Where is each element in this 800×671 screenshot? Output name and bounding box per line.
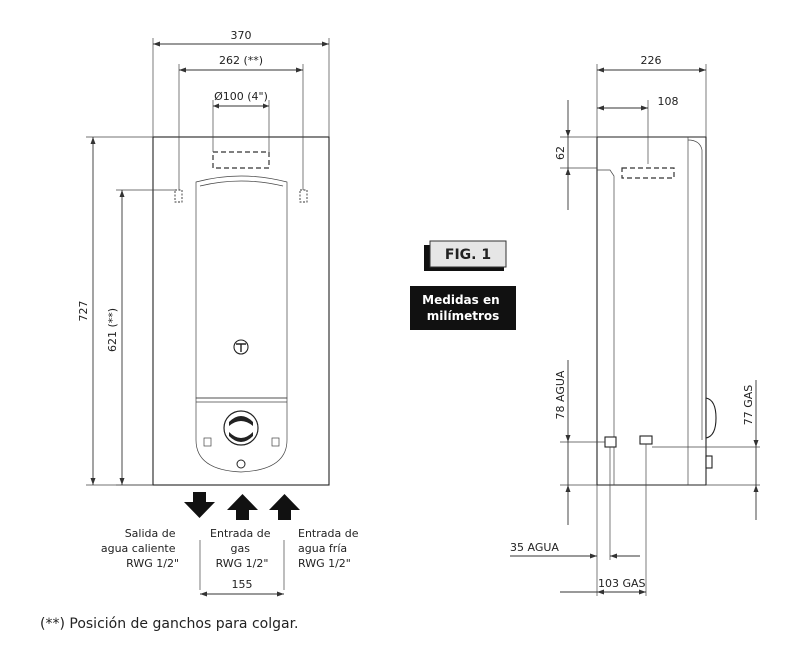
front-vertical-dims: 727 621 (**) xyxy=(77,136,175,486)
dim-hooks-height: 621 (**) xyxy=(106,308,119,352)
side-horizontal-dims: 226 108 35 AGUA 103 GAS xyxy=(510,54,707,596)
right-fitting xyxy=(271,437,280,447)
gas-inlet-arrow xyxy=(227,494,258,520)
left-hook xyxy=(174,189,183,203)
units-badge-text: Medidas en milímetros xyxy=(422,293,504,323)
figure-label: FIG. 1 xyxy=(424,240,507,271)
hot-water-outlet-arrow xyxy=(184,492,215,518)
front-panel xyxy=(195,175,288,399)
units-badge: Medidas en milímetros xyxy=(410,286,516,330)
connection-arrows xyxy=(184,492,300,520)
cold-water-inlet-arrow xyxy=(269,494,300,520)
front-view xyxy=(152,136,330,486)
brand-logo xyxy=(233,339,249,355)
cold-water-label: Entrada de agua fría RWG 1/2" xyxy=(298,527,362,570)
dim-width: 370 xyxy=(231,29,252,42)
brand-logo-mark xyxy=(236,343,246,352)
pilot-button xyxy=(236,459,246,469)
connection-labels: Salida de agua caliente RWG 1/2" Entrada… xyxy=(101,527,362,570)
left-fitting xyxy=(203,437,212,447)
dim-water-height: 78 AGUA xyxy=(554,370,567,419)
dim-flue: Ø100 (4") xyxy=(214,90,268,103)
gas-fitting xyxy=(639,435,653,445)
side-knob xyxy=(705,397,717,439)
dim-connection-spacing: 155 xyxy=(232,578,253,591)
dim-hooks: 262 (**) xyxy=(219,54,263,67)
side-front-curve xyxy=(687,139,703,440)
side-view xyxy=(596,136,717,486)
front-panel-top-curve xyxy=(199,180,284,187)
knob-indicator-top xyxy=(229,416,253,426)
knob-indicator-bottom xyxy=(229,432,253,442)
right-hook xyxy=(299,189,308,203)
dim-gas-height: 77 GAS xyxy=(742,385,755,426)
footnote: (**) Posición de ganchos para colgar. xyxy=(40,616,299,632)
control-housing xyxy=(195,397,288,473)
side-vertical-dims: 62 78 AGUA 77 GAS xyxy=(554,100,760,525)
dim-water-depth: 35 AGUA xyxy=(510,541,559,554)
gas-label: Entrada de gas RWG 1/2" xyxy=(210,527,274,570)
flue-outline xyxy=(212,151,270,169)
water-fitting xyxy=(604,436,617,448)
dim-depth: 226 xyxy=(641,54,662,67)
side-casing xyxy=(596,136,707,486)
side-button xyxy=(705,455,713,469)
dim-flue-offset: 108 xyxy=(658,95,679,108)
hot-water-label: Salida de agua caliente RWG 1/2" xyxy=(101,527,179,570)
side-backplate xyxy=(597,169,615,485)
side-flue-outline xyxy=(621,167,675,179)
dim-gas-depth: 103 GAS xyxy=(598,577,646,590)
dim-height: 727 xyxy=(77,301,90,322)
front-horizontal-dims: 370 262 (**) Ø100 (4") 155 xyxy=(152,29,330,597)
dim-top-offset: 62 xyxy=(554,146,567,160)
figure-label-text: FIG. 1 xyxy=(445,247,491,263)
